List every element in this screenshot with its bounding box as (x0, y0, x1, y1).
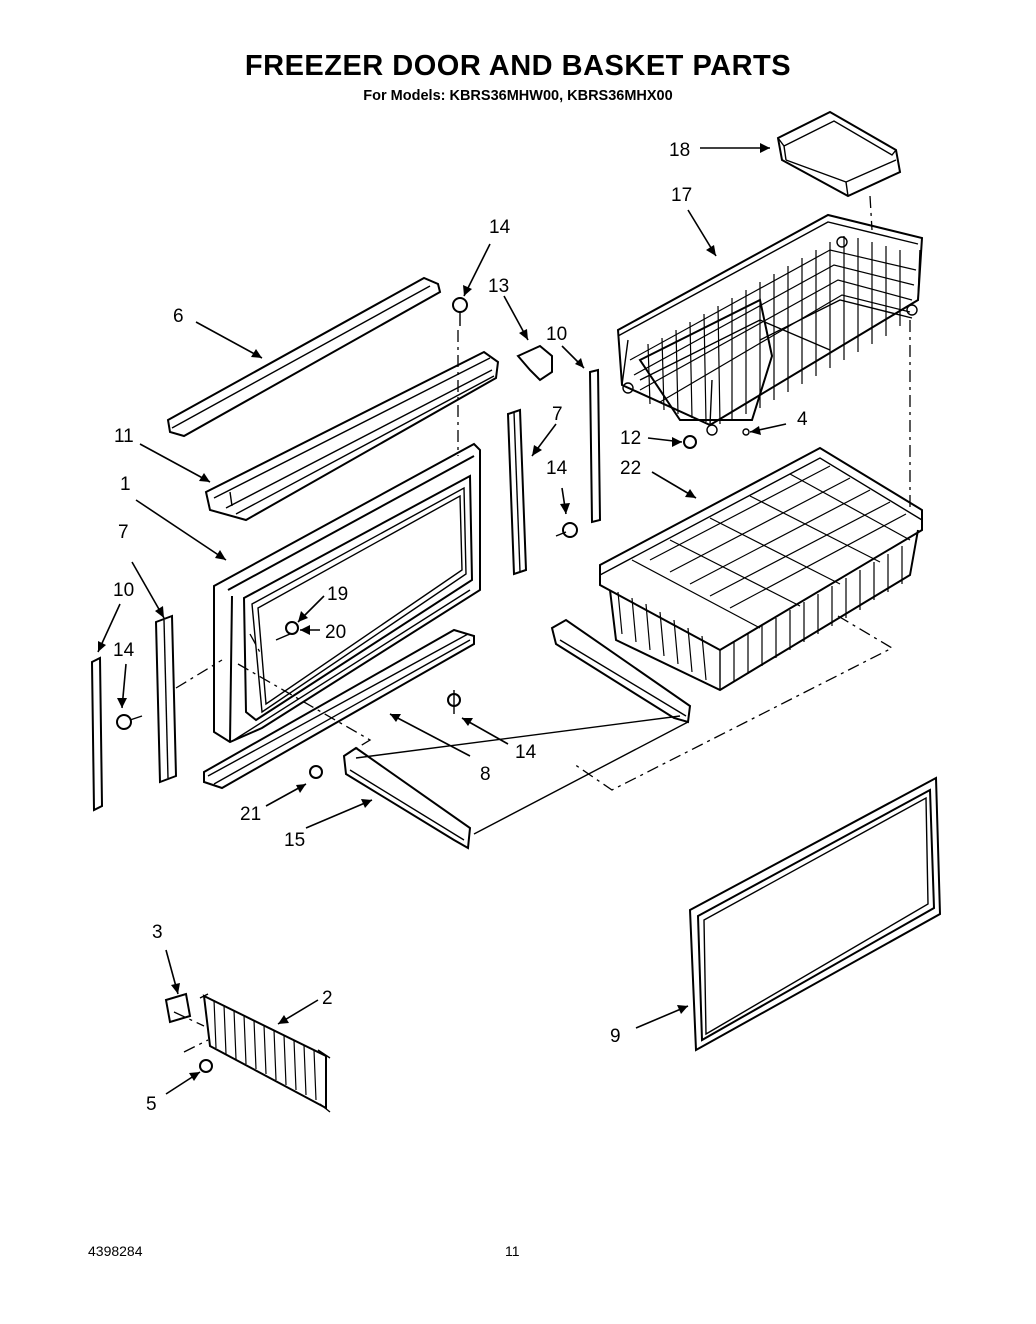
alignment-lines (173, 195, 911, 1053)
callout-6: 6 (173, 306, 184, 327)
callout-9: 9 (610, 1026, 621, 1047)
part-1-door-frame (213, 442, 481, 744)
callout-10-left: 10 (113, 580, 134, 601)
callout-10-right: 10 (546, 324, 567, 345)
part-10-right-strip (588, 368, 602, 524)
page-title: FREEZER DOOR AND BASKET PARTS (244, 50, 792, 82)
leader-lines (97, 143, 787, 1095)
page-number: 11 (505, 1243, 520, 1259)
part-9-door-gasket (688, 776, 942, 1052)
callout-20: 20 (325, 622, 346, 643)
part-7-right-trim (506, 408, 528, 576)
callout-2: 2 (322, 988, 333, 1009)
callout-14-top: 14 (489, 217, 511, 238)
part-11-handle (204, 350, 500, 522)
part-17-upper-basket (616, 213, 924, 436)
screws (116, 297, 750, 779)
callout-3: 3 (152, 922, 163, 943)
callout-22: 22 (620, 458, 641, 479)
part-2-kick-grille (199, 993, 331, 1113)
callout-labels: 18 17 14 13 10 6 11 1 7 14 4 12 22 7 10 … (113, 140, 808, 1115)
callout-18: 18 (669, 140, 690, 161)
callout-14-right: 14 (546, 458, 568, 479)
callout-19: 19 (327, 584, 348, 605)
callout-5: 5 (146, 1094, 157, 1115)
part-7-left-trim (154, 614, 178, 784)
callout-4: 4 (797, 409, 808, 430)
callout-17: 17 (671, 185, 692, 206)
part-22-lower-basket (599, 446, 923, 692)
part-8-bottom-trim (203, 628, 475, 790)
callout-15: 15 (284, 830, 305, 851)
callout-14-left: 14 (113, 640, 135, 661)
callout-12: 12 (620, 428, 641, 449)
part-6-handle-trim (166, 276, 442, 438)
part-13-clip (516, 344, 553, 382)
callout-13: 13 (488, 276, 509, 297)
callout-7-right: 7 (552, 404, 563, 425)
part-18-bin (776, 110, 902, 198)
callout-14-bottom: 14 (515, 742, 537, 763)
model-subtitle: For Models: KBRS36MHW00, KBRS36MHX00 (363, 88, 673, 104)
callout-8: 8 (480, 764, 491, 785)
part-5-screw (199, 1059, 213, 1073)
callout-7-left: 7 (118, 522, 129, 543)
callout-21: 21 (240, 804, 261, 825)
document-number: 4398284 (88, 1243, 143, 1259)
part-10-left-strip (90, 656, 104, 812)
part-3-bracket (164, 992, 192, 1024)
callout-1: 1 (120, 474, 131, 495)
callout-11: 11 (114, 426, 134, 447)
part-15-slide-rails (342, 618, 692, 850)
